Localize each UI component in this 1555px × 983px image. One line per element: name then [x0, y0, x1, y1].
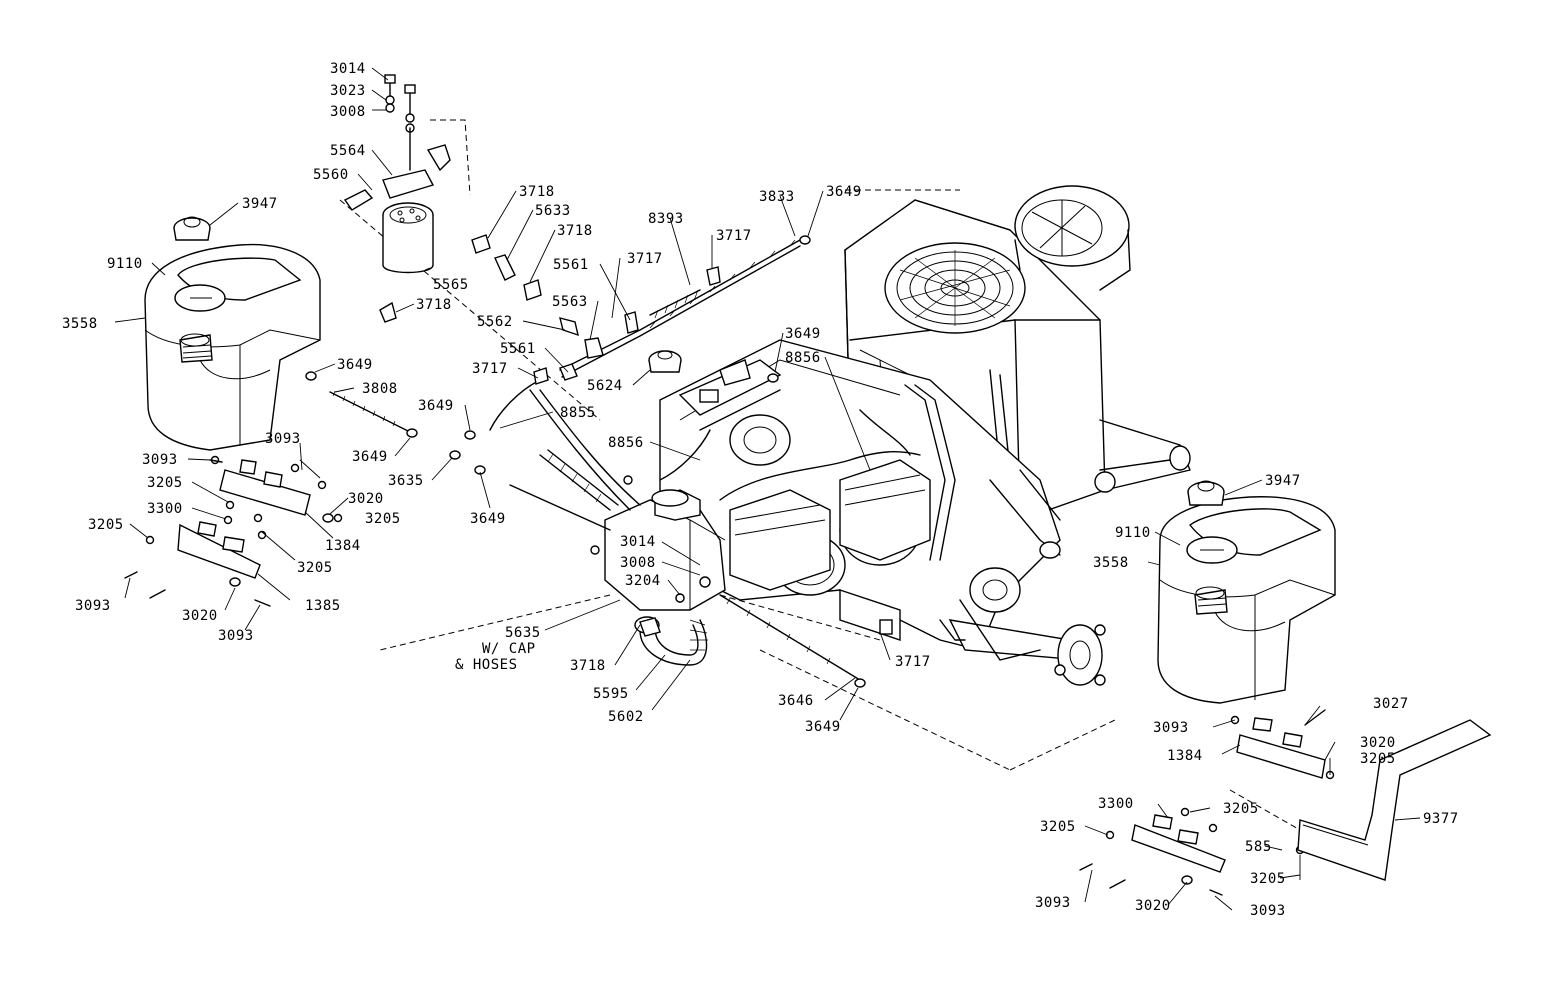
part-label-3205: 3205 — [88, 517, 124, 533]
part-label-1385: 1385 — [305, 598, 341, 614]
part-label-3718: 3718 — [519, 184, 555, 200]
hydraulic-reservoir — [604, 489, 726, 666]
part-label-5561: 5561 — [553, 257, 589, 273]
part-label-3093: 3093 — [1250, 903, 1286, 919]
part-label-3205: 3205 — [297, 560, 333, 576]
part-label-3947: 3947 — [242, 196, 278, 212]
part-label-3093: 3093 — [142, 452, 178, 468]
part-label-8856: 8856 — [785, 350, 821, 366]
leader-lines — [114, 67, 1421, 911]
part-label-3649: 3649 — [826, 184, 862, 200]
part-label-1384: 1384 — [325, 538, 361, 554]
part-label-5624: 5624 — [587, 378, 623, 394]
part-label-3008: 3008 — [620, 555, 656, 571]
part-label-3717: 3717 — [895, 654, 931, 670]
part-label-3717: 3717 — [716, 228, 752, 244]
part-label-585: 585 — [1245, 839, 1272, 855]
part-label-5635-hoses-note: & HOSES — [455, 657, 518, 673]
part-label-3646: 3646 — [778, 693, 814, 709]
part-label-8393: 8393 — [648, 211, 684, 227]
fuel-tank-left — [144, 216, 321, 451]
part-label-3558: 3558 — [1093, 555, 1129, 571]
part-label-3093: 3093 — [1035, 895, 1071, 911]
part-label-3649: 3649 — [352, 449, 388, 465]
part-label-5560: 5560 — [313, 167, 349, 183]
part-label-5635-cap-note: W/ CAP — [482, 641, 536, 657]
part-label-3023: 3023 — [330, 83, 366, 99]
part-label-3020: 3020 — [348, 491, 384, 507]
part-label-3205: 3205 — [1360, 751, 1396, 767]
part-label-3093: 3093 — [265, 431, 301, 447]
part-label-5561: 5561 — [500, 341, 536, 357]
part-label-1384: 1384 — [1167, 748, 1203, 764]
left-mounting-brackets — [124, 455, 343, 607]
part-label-3008: 3008 — [330, 104, 366, 120]
part-label-3717: 3717 — [472, 361, 508, 377]
part-label-3093: 3093 — [1153, 720, 1189, 736]
part-label-9110: 9110 — [107, 256, 143, 272]
part-label-3020: 3020 — [1360, 735, 1396, 751]
part-label-5563: 5563 — [552, 294, 588, 310]
part-label-5565: 5565 — [433, 277, 469, 293]
part-label-5635: 5635 — [505, 625, 541, 641]
right-mounting-brackets — [1079, 709, 1492, 896]
part-label-8856: 8856 — [608, 435, 644, 451]
part-label-3027: 3027 — [1373, 696, 1409, 712]
part-label-3205: 3205 — [147, 475, 183, 491]
part-label-3833: 3833 — [759, 189, 795, 205]
part-label-3808: 3808 — [362, 381, 398, 397]
transmission-assembly — [659, 339, 1106, 686]
part-label-3014: 3014 — [330, 61, 366, 77]
part-label-3093: 3093 — [75, 598, 111, 614]
part-label-3635: 3635 — [388, 473, 424, 489]
part-label-3204: 3204 — [625, 573, 661, 589]
part-label-3300: 3300 — [147, 501, 183, 517]
part-label-3649: 3649 — [418, 398, 454, 414]
part-label-9377: 9377 — [1423, 811, 1459, 827]
part-label-3205: 3205 — [365, 511, 401, 527]
part-label-9110: 9110 — [1115, 525, 1151, 541]
part-label-3649: 3649 — [785, 326, 821, 342]
part-label-3205: 3205 — [1040, 819, 1076, 835]
part-label-3649: 3649 — [337, 357, 373, 373]
part-label-3718: 3718 — [557, 223, 593, 239]
part-number-labels: 3014 3023 3008 5564 5560 3947 9110 3558 … — [62, 61, 1459, 919]
part-label-3718: 3718 — [416, 297, 452, 313]
part-label-3020: 3020 — [182, 608, 218, 624]
part-label-3558: 3558 — [62, 316, 98, 332]
part-label-3649: 3649 — [470, 511, 506, 527]
part-label-3649: 3649 — [805, 719, 841, 735]
part-label-3947: 3947 — [1265, 473, 1301, 489]
part-label-3093: 3093 — [218, 628, 254, 644]
part-label-5564: 5564 — [330, 143, 366, 159]
part-label-3020: 3020 — [1135, 898, 1171, 914]
part-label-3717: 3717 — [627, 251, 663, 267]
part-label-3205: 3205 — [1250, 871, 1286, 887]
fuel-tank-right — [1157, 480, 1336, 704]
part-label-3718: 3718 — [570, 658, 606, 674]
part-label-5562: 5562 — [477, 314, 513, 330]
fuel-filter-assembly — [343, 74, 451, 274]
part-label-5602: 5602 — [608, 709, 644, 725]
part-label-8855: 8855 — [560, 405, 596, 421]
part-label-3300: 3300 — [1098, 796, 1134, 812]
part-label-5633: 5633 — [535, 203, 571, 219]
part-label-5595: 5595 — [593, 686, 629, 702]
part-label-3205: 3205 — [1223, 801, 1259, 817]
part-label-3014: 3014 — [620, 534, 656, 550]
